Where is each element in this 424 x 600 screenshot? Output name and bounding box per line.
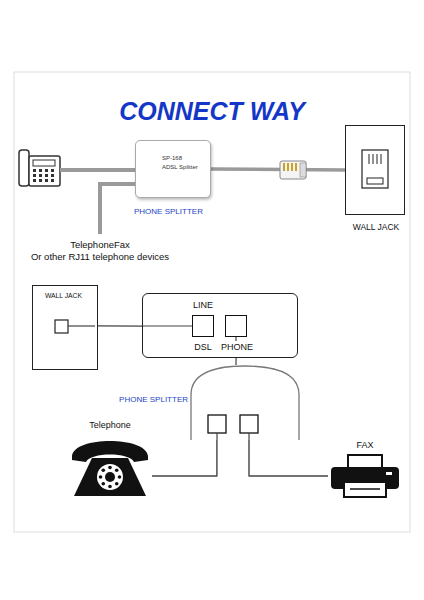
rj11-plug — [280, 161, 306, 179]
connector — [211, 169, 345, 170]
wire — [68, 325, 95, 326]
adsl-splitter: SP-168ADSL SplitterPHONE SPLITTER — [135, 140, 211, 198]
telephone: Telephone — [68, 420, 152, 498]
dsl-modem-box-text: PHONE — [211, 342, 263, 352]
phone-splitter-text: PHONE SPLITTER — [119, 395, 188, 404]
connector — [249, 440, 328, 476]
fax-icon — [328, 454, 402, 498]
jack-socket — [55, 320, 68, 333]
connector — [98, 325, 142, 327]
device-cable — [100, 184, 135, 234]
phone-cable — [60, 168, 135, 172]
frame — [14, 72, 410, 532]
connector — [235, 358, 236, 365]
phone-splitter: PHONE SPLITTER — [190, 365, 300, 440]
device-label: TelephoneFax — [10, 239, 190, 250]
wall-jack-text: WALL JACK — [33, 292, 94, 300]
adsl-splitter-text: SP-168 — [162, 155, 182, 162]
wall-jack: WALL JACK — [32, 285, 98, 370]
device-label: Or other RJ11 telephone devices — [10, 251, 190, 262]
fax-machine-text: FAX — [328, 440, 402, 450]
wire — [142, 325, 192, 326]
wall-jack: WALL JACK — [345, 125, 405, 215]
fax-machine: FAX — [328, 440, 402, 498]
title: CONNECT WAY — [0, 96, 424, 126]
port — [225, 315, 247, 337]
adsl-splitter-text: PHONE SPLITTER — [134, 207, 203, 216]
adsl-splitter-text: ADSL Splitter — [162, 164, 198, 171]
port — [192, 315, 214, 337]
dsl-modem-box-text: LINE — [183, 300, 223, 310]
wire — [235, 337, 236, 341]
dsl-modem-box-text: DSL — [183, 342, 223, 352]
telephone-icon — [68, 434, 152, 498]
dsl-modem-box: LINE DSLPHONE — [142, 293, 298, 358]
telephone-text: Telephone — [68, 420, 152, 430]
splitter-outline — [190, 365, 300, 440]
connector — [152, 440, 217, 476]
wall-jack-text: WALL JACK — [336, 223, 416, 233]
desk-phone-icon — [19, 150, 60, 186]
jack-socket — [362, 150, 388, 188]
